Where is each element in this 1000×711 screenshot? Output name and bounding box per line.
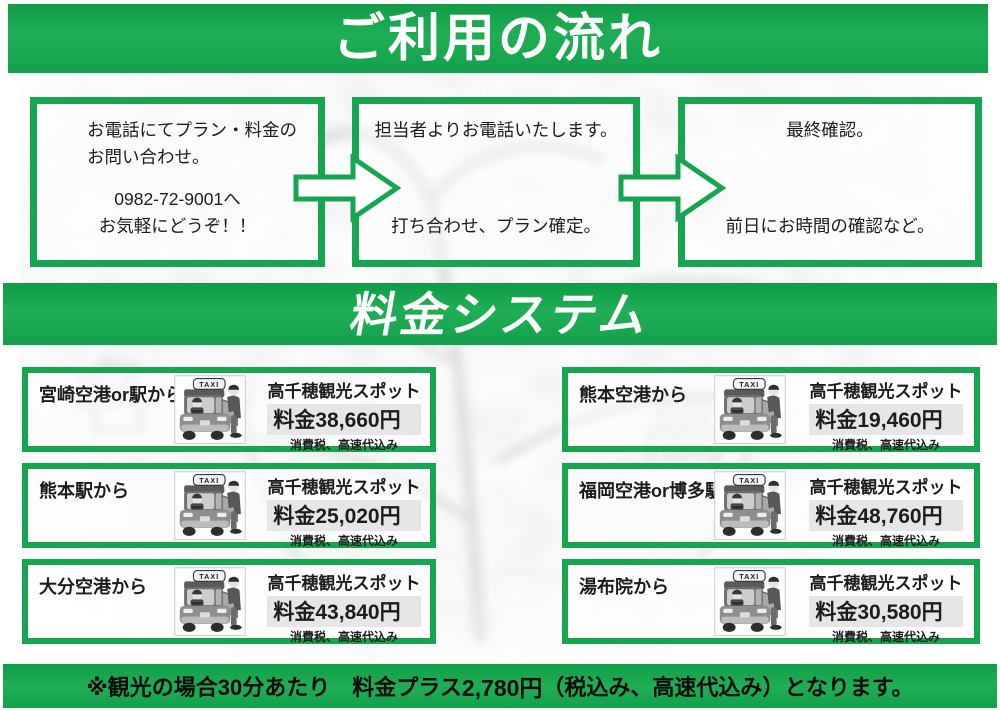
- flow-step-3-bottom-text: 前日にお時間の確認など。: [725, 215, 935, 236]
- fare-box-kumamoto-station: 熊本駅から 高千穂観光スポット 料金25,020円 消費税、高速代込み: [22, 463, 436, 548]
- fare-tax-note: 消費税、高速代込み: [289, 438, 398, 452]
- fare-price: 料金25,020円: [267, 500, 421, 531]
- fare-destination-label: 高千穂観光スポット: [267, 382, 421, 401]
- fare-tax-note: 消費税、高速代込み: [831, 534, 940, 548]
- flow-step-2-top-text: 担当者よりお電話いたします。: [374, 120, 618, 140]
- fare-tax-note: 消費税、高速代込み: [289, 534, 398, 548]
- fare-destination-label: 高千穂観光スポット: [267, 478, 421, 497]
- fare-box-oita-airport: 大分空港から 高千穂観光スポット 料金43,840円 消費税、高速代込み: [22, 559, 436, 644]
- fare-origin-label: 湯布院から: [579, 577, 669, 597]
- taxi-illustration: [714, 567, 786, 636]
- flow-step-1-top-text: お電話にてプラン・料金の お問い合わせ。: [87, 120, 297, 168]
- phone-number: 0982-72-9001へ: [114, 188, 241, 209]
- fare-tax-note: 消費税、高速代込み: [289, 630, 398, 644]
- fare-price: 料金43,840円: [267, 596, 421, 627]
- flow-step-3-box: 最終確認。 前日にお時間の確認など。: [678, 97, 982, 267]
- fare-origin-label: 熊本空港から: [579, 385, 687, 405]
- fare-origin-label: 大分空港から: [39, 577, 147, 597]
- taxi-illustration: [714, 471, 786, 540]
- pricing-section-banner: 料金システム: [3, 283, 997, 345]
- footer-note-price: 2,780円: [461, 675, 543, 701]
- taxi-illustration: [714, 375, 786, 444]
- fare-destination-label: 高千穂観光スポット: [267, 574, 421, 593]
- footer-note-prefix: ※観光の場合30分あたり 料金プラス: [86, 675, 462, 700]
- taxi-illustration: [174, 375, 246, 444]
- flow-section-banner: ご利用の流れ: [8, 4, 988, 73]
- pricing-section-title: 料金システム: [346, 287, 654, 341]
- fare-price: 料金38,660円: [267, 404, 421, 435]
- fare-box-kumamoto-airport: 熊本空港から 高千穂観光スポット 料金19,460円 消費税、高速代込み: [562, 367, 980, 452]
- fare-price: 料金19,460円: [809, 404, 963, 435]
- fare-price: 料金48,760円: [809, 500, 963, 531]
- flow-arrow-right-icon: [293, 154, 401, 222]
- flow-step-2-bottom-text: 打ち合わせ、プラン確定。: [391, 215, 601, 236]
- fare-origin-label: 熊本駅から: [39, 481, 129, 501]
- footer-note-suffix: （税込み、高速代込み）となります。: [542, 675, 914, 700]
- fare-price: 料金30,580円: [809, 596, 963, 627]
- fare-box-yufuin: 湯布院から 高千穂観光スポット 料金30,580円 消費税、高速代込み: [562, 559, 980, 644]
- fare-destination-label: 高千穂観光スポット: [809, 382, 963, 401]
- fare-destination-label: 高千穂観光スポット: [809, 574, 963, 593]
- fare-origin-label: 宮崎空港or駅から: [39, 385, 183, 405]
- flow-arrow-right-icon: [618, 154, 726, 222]
- fare-destination-label: 高千穂観光スポット: [809, 478, 963, 497]
- fare-origin-label: 福岡空港or博多駅から: [579, 481, 759, 501]
- flow-step-3-top-text: 最終確認。: [786, 120, 874, 140]
- flow-step-1-bottom-text: 0982-72-9001へ お気軽にどうぞ！！: [43, 186, 312, 240]
- flow-step-1-box: お電話にてプラン・料金の お問い合わせ。 0982-72-9001へ お気軽にど…: [30, 97, 325, 267]
- taxi-illustration: [174, 567, 246, 636]
- fare-box-fukuoka: 福岡空港or博多駅から 高千穂観光スポット 料金48,760円 消費税、高速代込…: [562, 463, 980, 548]
- flow-section-title: ご利用の流れ: [332, 9, 663, 68]
- fare-tax-note: 消費税、高速代込み: [831, 438, 940, 452]
- fare-tax-note: 消費税、高速代込み: [831, 630, 940, 644]
- taxi-illustration: [174, 471, 246, 540]
- fare-box-miyazaki: 宮崎空港or駅から 高千穂観光スポット 料金38,660円 消費税、高速代込み: [22, 367, 436, 452]
